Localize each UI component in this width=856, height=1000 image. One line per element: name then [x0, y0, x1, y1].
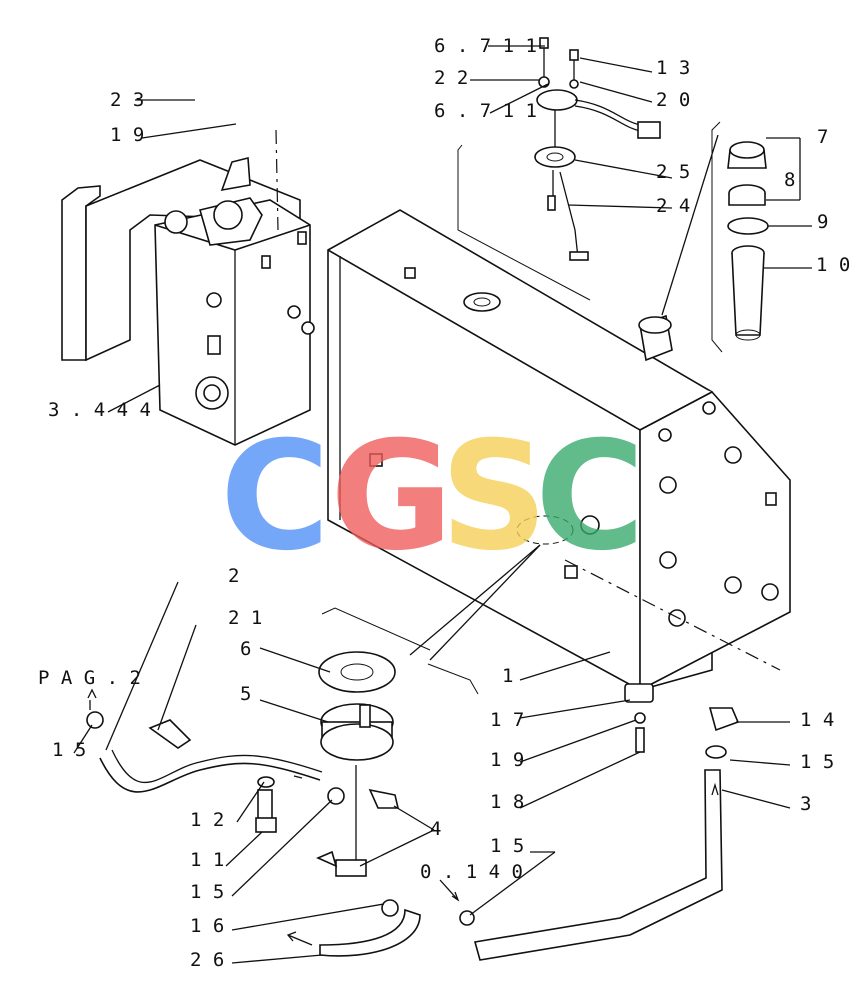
callout-6711-top: 6 . 7 1 1	[434, 35, 537, 57]
callout-23: 2 3	[110, 89, 144, 111]
watermark-letter-1: C	[220, 410, 330, 584]
return-fittings	[459, 683, 740, 961]
callout-14: 1 4	[800, 709, 834, 731]
hydraulic-pump-unit	[61, 156, 315, 446]
callout-6: 6	[240, 638, 251, 660]
suction-fittings	[86, 651, 421, 957]
callout-7: 7	[817, 126, 828, 148]
callout-22: 2 2	[434, 67, 468, 89]
callout-3: 3	[800, 793, 811, 815]
callout-labels: 6 . 7 1 1 2 2 6 . 7 1 1 1 3 2 0 2 5 2 4 …	[38, 35, 850, 971]
callout-12: 1 2	[190, 809, 224, 831]
callout-19-top: 1 9	[110, 124, 144, 146]
watermark-letter-2: G	[330, 410, 453, 584]
callout-6711-mid: 6 . 7 1 1	[434, 100, 537, 122]
callout-17: 1 7	[490, 709, 524, 731]
callout-10: 1 0	[816, 254, 850, 276]
callout-2: 2	[228, 565, 239, 587]
watermark-letter-3: S	[440, 410, 548, 584]
callout-18: 1 8	[490, 791, 524, 813]
callout-3444: 3 . 4 4 4	[48, 399, 151, 421]
fuel-level-sender	[534, 37, 661, 261]
callout-11: 1 1	[190, 849, 224, 871]
callout-15-mid: 1 5	[190, 881, 224, 903]
callout-20: 2 0	[656, 89, 690, 111]
callout-8: 8	[784, 169, 795, 191]
callout-15-right: 1 5	[800, 751, 834, 773]
callout-9: 9	[817, 211, 828, 233]
callout-15-left: 1 5	[52, 739, 86, 761]
callout-16: 1 6	[190, 915, 224, 937]
callout-1: 1	[502, 665, 513, 687]
watermark-letter-4: C	[535, 410, 645, 584]
callout-24: 2 4	[656, 195, 690, 217]
filler-cap-assembly	[727, 141, 769, 341]
callout-0140: 0 . 1 4 0	[420, 861, 523, 883]
leader-lines	[73, 45, 812, 964]
callout-26: 2 6	[190, 949, 224, 971]
fuel-tank	[327, 209, 791, 692]
watermark: C G S C	[220, 410, 645, 584]
callout-21: 2 1	[228, 607, 262, 629]
callout-19-bot: 1 9	[490, 749, 524, 771]
callout-15-bot: 1 5	[490, 835, 524, 857]
callout-25: 2 5	[656, 161, 690, 183]
callout-pag2: P A G . 2	[38, 667, 141, 689]
direction-arrows	[87, 688, 719, 946]
callout-5: 5	[240, 683, 251, 705]
callout-13: 1 3	[656, 57, 690, 79]
callout-4: 4	[430, 818, 441, 840]
